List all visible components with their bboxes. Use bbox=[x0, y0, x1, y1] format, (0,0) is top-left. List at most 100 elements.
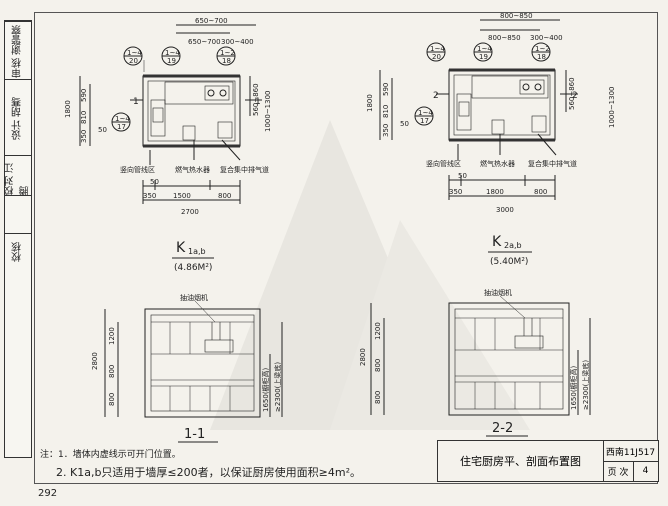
room-name: K bbox=[176, 240, 186, 256]
dim-b50: 50 bbox=[150, 178, 159, 186]
tag-1-top: 1~4 bbox=[430, 45, 445, 53]
dim-50: 50 bbox=[400, 120, 409, 128]
dim-2300: ≥2300(上梁底) bbox=[581, 360, 590, 410]
tag-1-bot: 20 bbox=[432, 53, 441, 61]
room-name-sub: 1a,b bbox=[188, 247, 206, 256]
dim-1800: 1800 bbox=[64, 100, 72, 118]
dim-1650: 1650(橱柜高) bbox=[261, 367, 270, 412]
tag-3-bot: 18 bbox=[537, 53, 546, 61]
dim-2800: 2800 bbox=[91, 352, 99, 370]
dim-350: 350 bbox=[382, 124, 390, 137]
tag-3-bot: 18 bbox=[222, 57, 231, 65]
dim-2300: ≥2300(上梁底) bbox=[273, 362, 282, 412]
section-mark-left: 2 bbox=[433, 91, 439, 101]
dim-800b: 800 bbox=[108, 393, 116, 406]
label-heater: 燃气热水器 bbox=[175, 165, 210, 174]
atlas-code: 西南11J517 bbox=[603, 441, 658, 462]
section-mark-right: 2 bbox=[572, 91, 578, 101]
dim-b50: 50 bbox=[458, 172, 467, 180]
hood-label: 抽油烟机 bbox=[484, 288, 512, 297]
dim-50: 50 bbox=[98, 126, 107, 134]
plan-k1 bbox=[79, 24, 262, 204]
book-page-number: 292 bbox=[38, 488, 58, 499]
dim-top: 800~850 bbox=[500, 12, 533, 20]
label-pipe: 竖向管线区 bbox=[426, 159, 461, 168]
tag-1-bot: 20 bbox=[129, 57, 138, 65]
dim-1650: 1650(橱柜高) bbox=[569, 365, 578, 410]
section-mark-left: 1 bbox=[133, 97, 139, 107]
dim-560: 560~860 bbox=[252, 83, 260, 116]
dim-1000: 1000~1300 bbox=[264, 91, 272, 133]
dim-2800: 2800 bbox=[359, 348, 367, 366]
dim-b1500: 1500 bbox=[173, 192, 191, 200]
dim-800a: 800 bbox=[374, 359, 382, 372]
dim-590: 590 bbox=[80, 89, 88, 102]
dim-590: 590 bbox=[382, 83, 390, 96]
dim-b350: 350 bbox=[449, 188, 462, 196]
dim-650: 650~700 bbox=[188, 38, 221, 46]
dim-300: 300~400 bbox=[530, 34, 563, 42]
dim-1200: 1200 bbox=[374, 322, 382, 340]
title-block: 住宅厨房平、剖面布置图 西南11J517 页 次 4 bbox=[437, 440, 659, 482]
dim-b350: 350 bbox=[143, 192, 156, 200]
section-mark-right: 1 bbox=[255, 97, 261, 107]
label-heater: 燃气热水器 bbox=[480, 159, 515, 168]
tag-3-top: 1~2 bbox=[220, 49, 235, 57]
dim-top: 650~700 bbox=[195, 17, 228, 25]
tag-1-top: 1~4 bbox=[127, 49, 142, 57]
page-label: 页 次 bbox=[603, 461, 634, 481]
room-area: (5.40M²) bbox=[490, 257, 528, 267]
label-vent: 复合集中排气道 bbox=[220, 165, 269, 174]
plan-k1-text: 650~700 650~700 300~400 1~4 20 1~4 19 1~… bbox=[64, 17, 272, 273]
dim-800a: 800 bbox=[108, 365, 116, 378]
dim-800b: 800 bbox=[374, 391, 382, 404]
notes-block: 注：1．墙体内虚线示可开门位置。 2. K1a,b只适用于墙厚≤200者，以保证… bbox=[40, 447, 361, 481]
tag-4-bot: 17 bbox=[117, 123, 126, 131]
dim-800: 800~850 bbox=[488, 34, 521, 42]
dim-1200: 1200 bbox=[108, 327, 116, 345]
dim-b1800: 1800 bbox=[486, 188, 504, 196]
tag-2-bot: 19 bbox=[479, 53, 488, 61]
room-name-sub: 2a,b bbox=[504, 241, 522, 250]
tag-2-top: 1~4 bbox=[165, 49, 180, 57]
tag-2-bot: 19 bbox=[167, 57, 176, 65]
note-2: 2. K1a,b只适用于墙厚≤200者，以保证厨房使用面积≥4m²。 bbox=[56, 466, 361, 479]
label-pipe: 竖向管线区 bbox=[120, 165, 155, 174]
drawing-title: 住宅厨房平、剖面布置图 bbox=[438, 441, 604, 481]
section-1-1-text: 抽油烟机 2800 1200 800 800 1650(橱柜高) ≥2300(上… bbox=[91, 293, 282, 442]
tag-4-top: 1~4 bbox=[418, 109, 433, 117]
plan-k2 bbox=[379, 19, 578, 200]
dim-1800: 1800 bbox=[366, 94, 374, 112]
dim-total: 3000 bbox=[496, 206, 514, 214]
dim-810: 810 bbox=[382, 105, 390, 118]
tag-4-bot: 17 bbox=[420, 117, 429, 125]
room-area: (4.86M²) bbox=[174, 263, 212, 273]
dim-b800: 800 bbox=[534, 188, 547, 196]
room-name: K bbox=[492, 234, 502, 250]
watermark-shape bbox=[330, 220, 530, 430]
tag-2-top: 1~4 bbox=[477, 45, 492, 53]
section-1-1 bbox=[104, 300, 283, 418]
section-2-2-text: 抽油烟机 2800 1200 800 800 1650(橱柜高) ≥2300(上… bbox=[359, 288, 590, 436]
tag-4-top: 1~4 bbox=[115, 115, 130, 123]
page-no: 4 bbox=[642, 466, 649, 476]
section-label: 1-1 bbox=[184, 427, 205, 442]
dim-560: 560~860 bbox=[568, 77, 576, 110]
section-label: 2-2 bbox=[492, 421, 513, 436]
dim-total: 2700 bbox=[181, 208, 199, 216]
dim-300: 300~400 bbox=[221, 38, 254, 46]
section-2-2 bbox=[370, 295, 591, 416]
dim-350: 350 bbox=[80, 130, 88, 143]
dim-b800: 800 bbox=[218, 192, 231, 200]
signature-column: 审核 谢警察 设计 胡骞 校对 江腾 校核 bbox=[4, 20, 32, 458]
tag-3-top: 1~2 bbox=[535, 45, 550, 53]
note-1: 注：1．墙体内虚线示可开门位置。 bbox=[40, 450, 181, 460]
dim-1000: 1000~1300 bbox=[608, 87, 616, 129]
dim-810: 810 bbox=[80, 111, 88, 124]
hood-label: 抽油烟机 bbox=[180, 293, 208, 302]
drawing-frame bbox=[34, 12, 658, 484]
label-vent: 复合集中排气道 bbox=[528, 159, 577, 168]
plan-k2-text: 800~850 800~850 300~400 1~4 20 1~4 19 1~… bbox=[366, 12, 616, 267]
